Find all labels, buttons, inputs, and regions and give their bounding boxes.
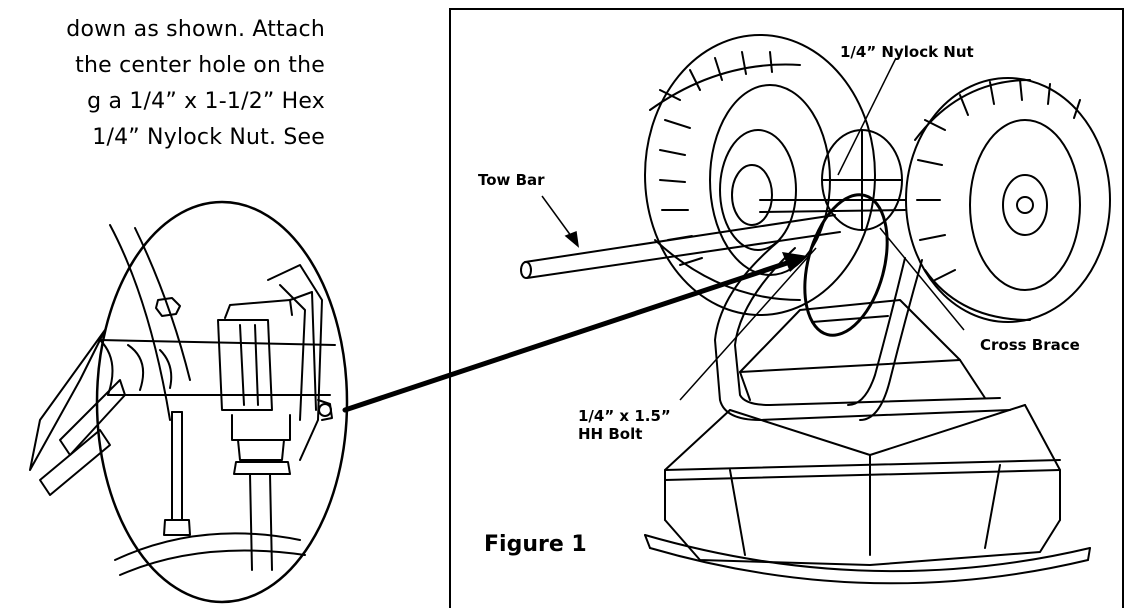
label-bolt-size: 1/4” x 1.5” <box>578 407 671 425</box>
cross-brace-leader <box>879 227 965 331</box>
tow-bar <box>520 214 841 279</box>
label-bolt-type: HH Bolt <box>578 425 643 443</box>
nylock-leader <box>837 57 897 176</box>
instruction-text: down as shown. Attach the center hole on… <box>0 12 325 156</box>
frame-tubes <box>714 239 1011 421</box>
label-cross-brace: Cross Brace <box>980 336 1080 354</box>
hopper-body <box>644 404 1091 585</box>
instruction-line: 1/4” Nylock Nut. See <box>92 125 325 150</box>
hopper-upper <box>739 299 986 401</box>
label-tow-bar: Tow Bar <box>478 171 545 189</box>
bolt-leader <box>679 247 817 401</box>
instruction-line: the center hole on the <box>75 53 325 78</box>
figure-frame <box>449 8 1124 608</box>
label-nylock-nut: 1/4” Nylock Nut <box>840 43 974 61</box>
detail-arrow <box>342 252 808 413</box>
detail-magnifier <box>29 200 349 604</box>
instruction-line: down as shown. Attach <box>66 17 325 42</box>
right-wheel <box>905 77 1111 323</box>
tow-bar-leader <box>541 195 575 241</box>
left-wheel <box>644 34 876 316</box>
figure-title: Figure 1 <box>484 532 587 557</box>
instruction-line: g a 1/4” x 1-1/2” Hex <box>87 89 325 114</box>
